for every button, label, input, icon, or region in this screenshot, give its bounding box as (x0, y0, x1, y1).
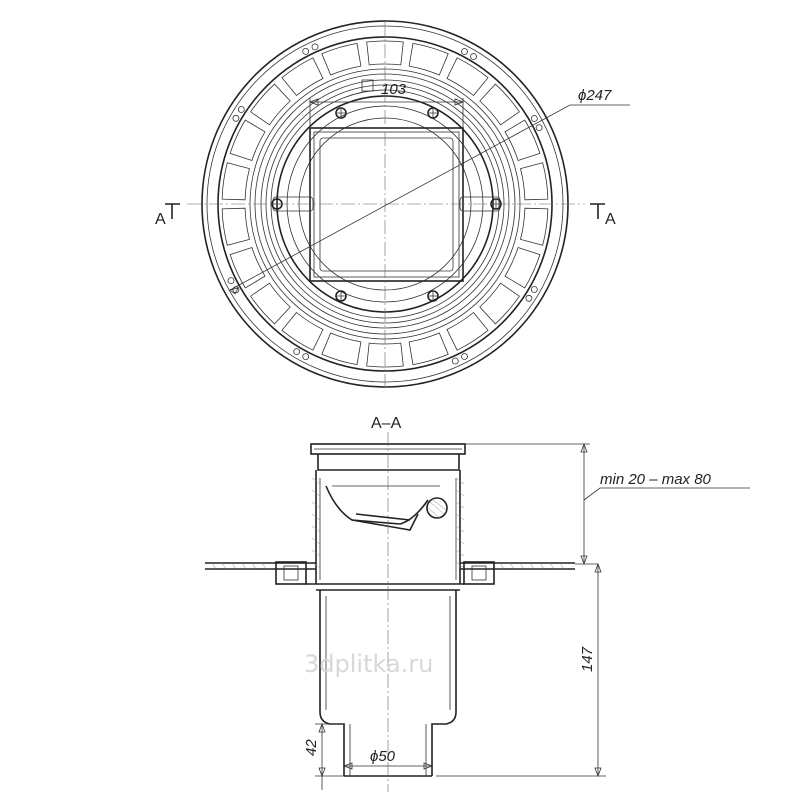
section-title: A–A (371, 415, 402, 432)
flange-hole (535, 124, 543, 131)
flange-holes (227, 43, 543, 365)
flange-hole (461, 48, 468, 55)
flange-rib-segment (504, 119, 541, 162)
section-mark-right (590, 203, 605, 219)
dim-outlet-height-label: 42 (303, 739, 320, 756)
flange-hole (525, 294, 533, 302)
flange-hole (302, 48, 310, 55)
flange-hole (232, 114, 240, 122)
flange-rib-segment (479, 83, 520, 126)
flange-rib-segment (321, 42, 362, 76)
dim-height-adjust (465, 442, 750, 566)
flange-rib-segment (221, 207, 250, 246)
flange-hole (530, 115, 538, 122)
watermark: 3dplitka.ru (304, 650, 433, 678)
flange-rib-segment (250, 83, 291, 126)
top-view: A A 103 ϕ247 (155, 20, 630, 390)
flange-rib-segment (520, 162, 549, 201)
dim-height-adjust-label: min 20 – max 80 (600, 471, 712, 488)
flange-rib-segment (446, 57, 489, 97)
flange-hole (451, 357, 459, 365)
flange-rib-segment (520, 207, 549, 246)
flange-rib-segment (446, 311, 489, 351)
dim-outlet-height (315, 722, 344, 790)
section-mark-left (165, 203, 180, 219)
flange-hole (293, 348, 301, 356)
flange-rib-segment (250, 282, 291, 325)
flange-rib-segment (281, 57, 324, 97)
flange-hole (227, 277, 235, 285)
section-view: min 20 – max 80 147 42 ϕ50 (205, 432, 750, 792)
flange-hole (470, 53, 477, 60)
dim-square-label: 103 (381, 81, 407, 98)
flange-rib-segment (366, 342, 404, 368)
flange-rib-segments (221, 40, 549, 368)
flange-rib-segment (221, 162, 250, 201)
section-label-right: A (605, 211, 616, 228)
dim-outlet-diameter-label: ϕ50 (370, 748, 396, 765)
flange-rib-segment (408, 42, 449, 76)
flange-hole (530, 286, 538, 293)
flange-rib-segment (281, 311, 324, 351)
flange-hole (237, 106, 245, 113)
dim-outlet-diameter (342, 762, 434, 770)
dim-height-total-label: 147 (579, 646, 596, 672)
flange-rib-segment (479, 282, 520, 325)
dim-height-total (436, 562, 606, 778)
flange-rib-segment (408, 332, 449, 366)
flange-rib-segment (504, 246, 541, 289)
flange-hole (311, 43, 319, 51)
flange-rib-segment (229, 246, 266, 289)
flange-hole (461, 353, 468, 360)
flange-rib-segment (229, 119, 266, 162)
flange-rib-segment (366, 40, 404, 66)
flange-hole (302, 353, 310, 361)
dim-diameter-247 (229, 104, 630, 295)
dim-diameter-label: ϕ247 (578, 87, 612, 104)
dim-square-103 (308, 79, 465, 128)
flange-rib-segment (321, 332, 362, 366)
section-label-left: A (155, 211, 166, 228)
